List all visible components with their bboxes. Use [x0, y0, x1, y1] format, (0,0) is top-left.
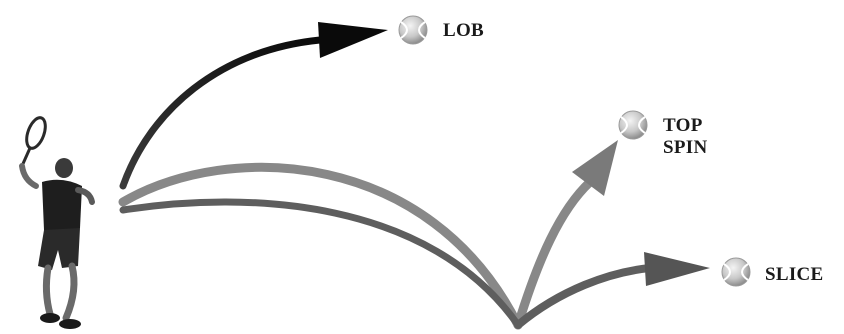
lob-arrow [123, 22, 388, 186]
tennis-player-figure [22, 115, 92, 329]
slice-arrow [123, 202, 710, 325]
topspin-arrow [123, 140, 618, 325]
tennis-ball-icon [722, 258, 750, 286]
topspin-label: TOP SPIN [663, 115, 708, 159]
tennis-ball-icon [399, 16, 427, 44]
slice-label: SLICE [765, 264, 824, 286]
topspin-label-line1: TOP [663, 115, 708, 137]
lob-label: LOB [443, 20, 484, 42]
tennis-ball-icon [619, 111, 647, 139]
topspin-label-line2: SPIN [663, 137, 708, 159]
